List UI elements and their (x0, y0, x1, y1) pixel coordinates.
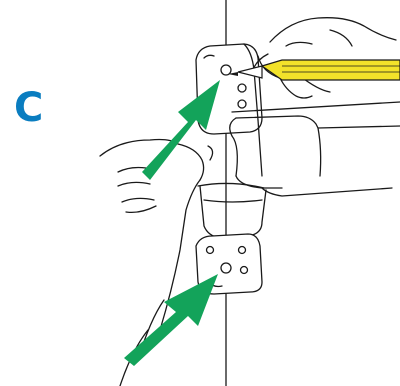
step-letter: C (14, 85, 44, 131)
bracket-body (197, 182, 267, 239)
pencil (228, 59, 400, 81)
arrow-up-right-icon (124, 274, 218, 366)
arrow-up-right-icon (142, 80, 220, 180)
hand-pencil-hand (251, 17, 397, 99)
left-holding-hand (99, 138, 214, 386)
